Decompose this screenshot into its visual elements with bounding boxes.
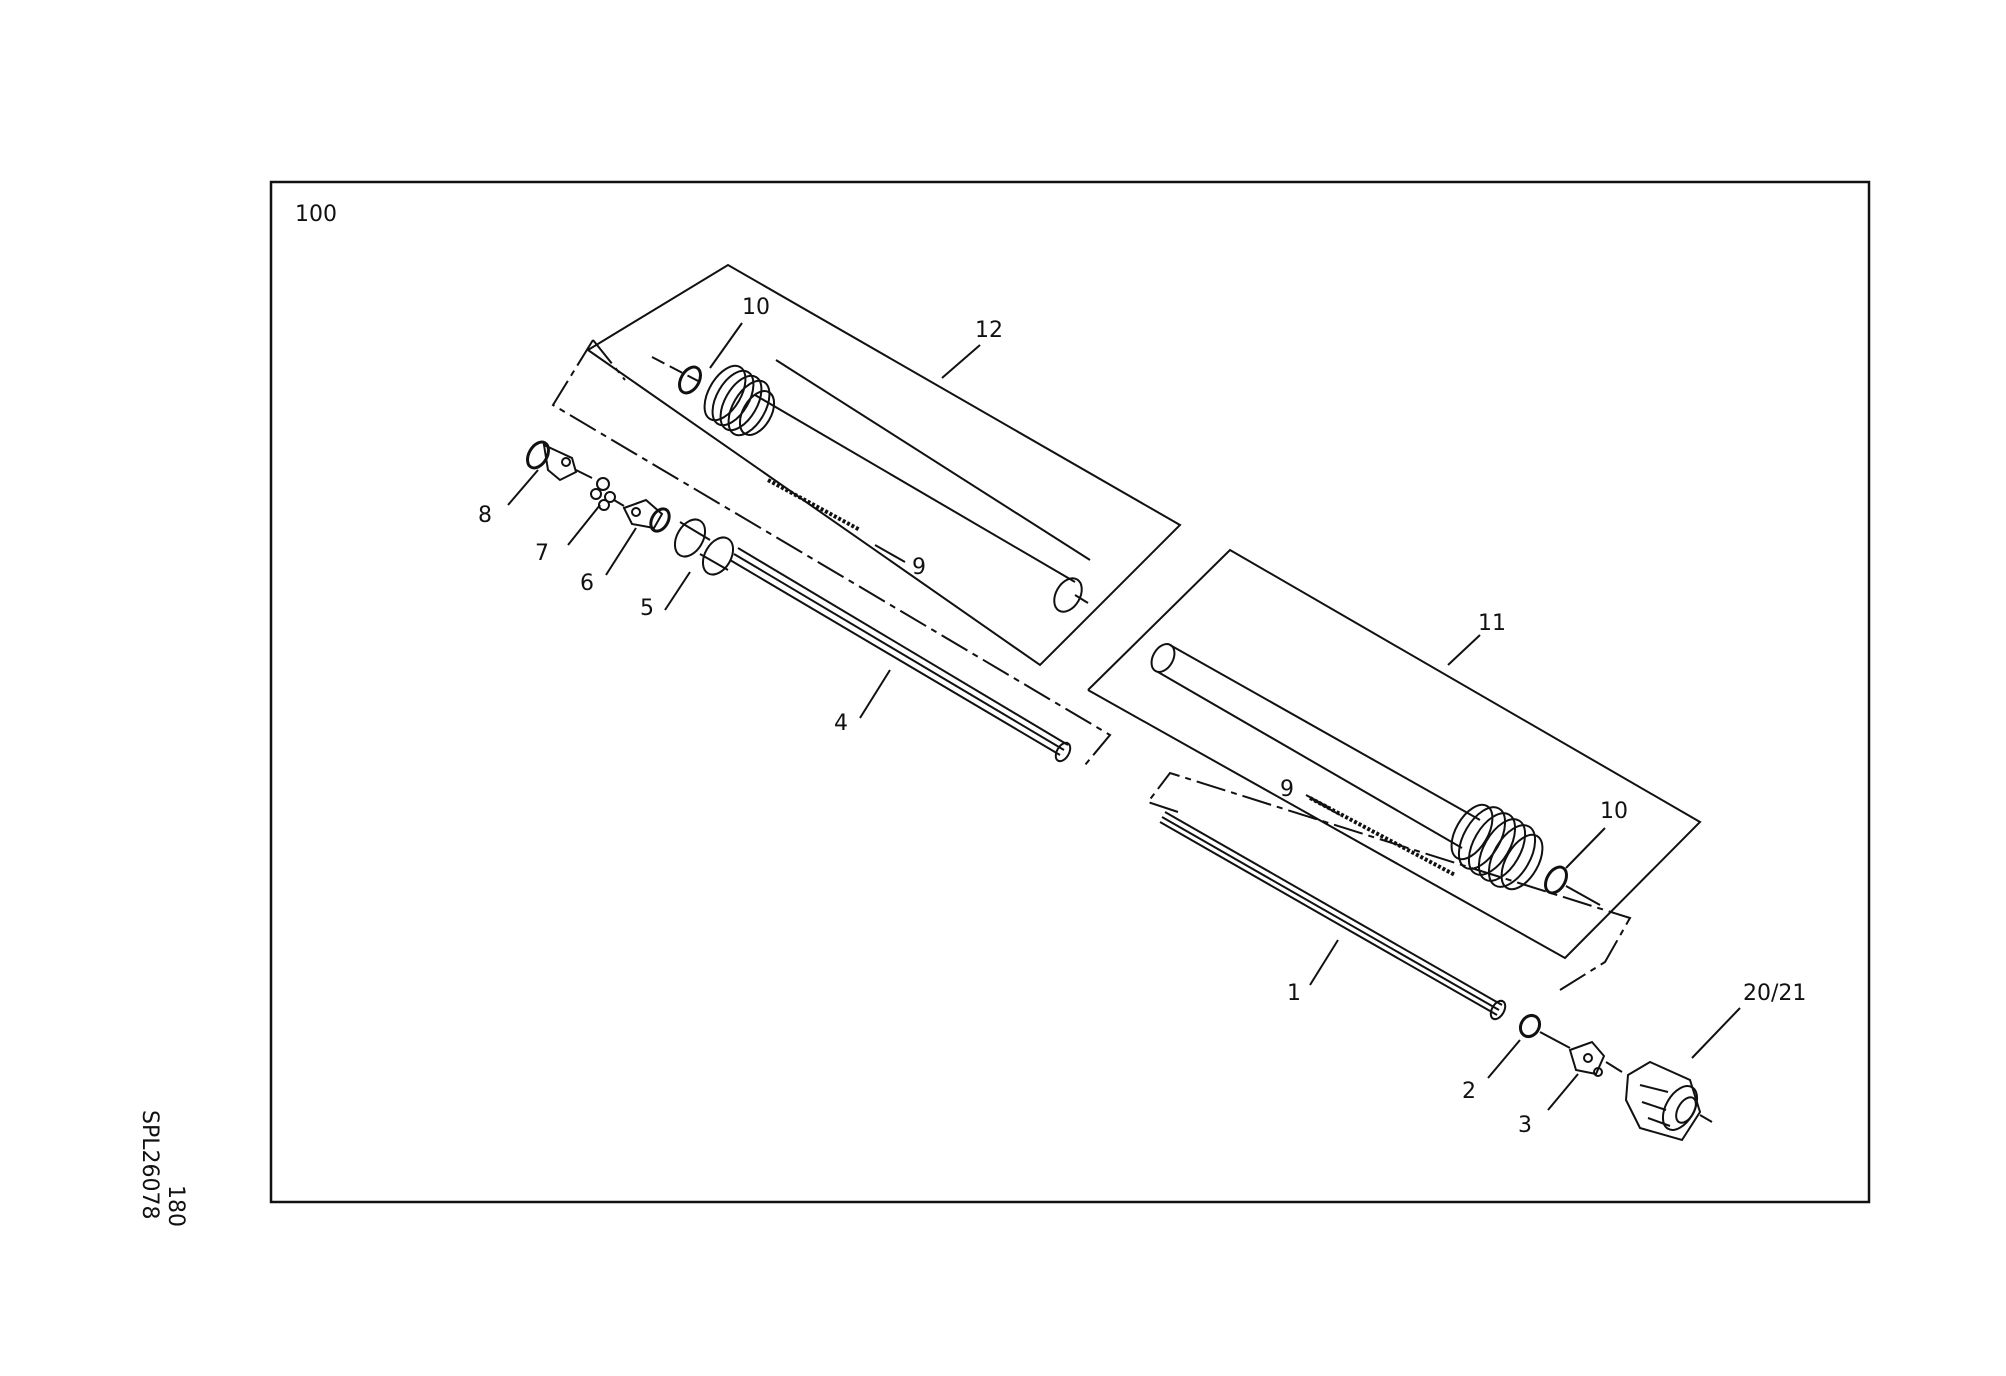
callout-3: 3 — [1518, 1113, 1532, 1138]
bushing — [673, 518, 735, 576]
universal-joint-lower — [1518, 1013, 1713, 1142]
group-11-outline — [1087, 548, 1702, 960]
callout-9-lower: 9 — [1280, 777, 1294, 802]
callout-9-upper: 9 — [912, 555, 926, 580]
callout-20-21: 20/21 — [1743, 981, 1806, 1006]
inner-shaft-lower-group — [1146, 771, 1632, 1021]
outer-yoke-upper — [622, 498, 671, 533]
outer-tube-upper-group — [587, 263, 1182, 667]
bellows-upper — [703, 364, 776, 437]
inner-shaft-upper-group — [551, 339, 1112, 766]
outer-yoke-lower — [1568, 1040, 1606, 1077]
snap-ring — [1518, 1013, 1542, 1039]
leader-lines — [507, 322, 1741, 1111]
callout-labels: 12 10 8 7 6 5 9 4 11 9 10 1 20/21 2 3 — [478, 295, 1806, 1138]
callout-10-lower: 10 — [1600, 799, 1628, 824]
locking-ring-upper — [678, 365, 702, 395]
cross-kit — [590, 477, 616, 511]
outer-tube-lower-group — [1087, 548, 1702, 960]
drawing-frame — [269, 180, 1871, 1204]
callout-5: 5 — [640, 596, 654, 621]
callout-1: 1 — [1287, 981, 1301, 1006]
sheet-number: 180 — [163, 1185, 188, 1227]
callout-2: 2 — [1462, 1079, 1476, 1104]
callout-8: 8 — [478, 503, 492, 528]
callout-6: 6 — [580, 571, 594, 596]
assembly-number: 100 — [295, 202, 337, 227]
callout-10-upper: 10 — [742, 295, 770, 320]
group-12-outline — [587, 263, 1182, 667]
callout-4: 4 — [834, 711, 848, 736]
locking-ring-lower — [1544, 865, 1568, 895]
overrunning-clutch — [1624, 1060, 1713, 1142]
callout-12: 12 — [975, 318, 1003, 343]
callout-7: 7 — [535, 541, 549, 566]
callout-11: 11 — [1478, 611, 1506, 636]
inner-yoke-upper — [526, 440, 578, 482]
bellows-lower — [1450, 803, 1544, 891]
universal-joint-upper — [526, 440, 671, 533]
drawing-code: SPL26078 — [137, 1110, 162, 1220]
